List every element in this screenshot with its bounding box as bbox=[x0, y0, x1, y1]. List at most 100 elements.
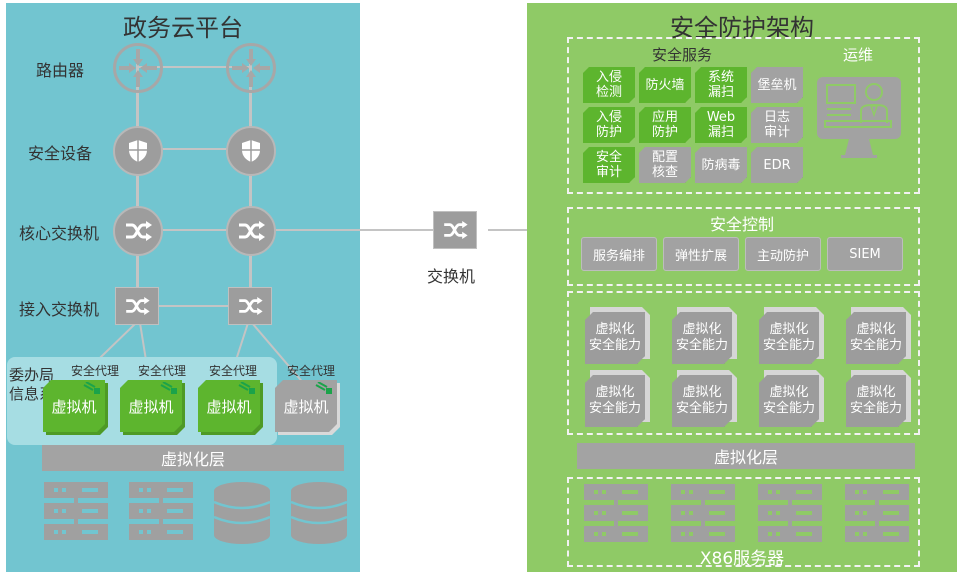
uplink-line bbox=[250, 229, 435, 231]
security-service-tile[interactable]: 入侵 防护 bbox=[583, 107, 635, 143]
virtual-security-capability[interactable]: 虚拟化 安全能力 bbox=[759, 312, 819, 364]
security-service-tile[interactable]: 防病毒 bbox=[695, 147, 747, 183]
vm-face: 虚拟机 bbox=[43, 380, 105, 432]
security-services-box bbox=[567, 37, 920, 194]
agent-plug-icon bbox=[83, 382, 101, 400]
virtual-machine: 虚拟机 bbox=[275, 380, 337, 432]
security-service-tile[interactable]: 防火墙 bbox=[639, 67, 691, 103]
vm-label: 虚拟机 bbox=[283, 397, 329, 416]
access-switch bbox=[228, 287, 272, 325]
capability-label: 虚拟化 安全能力 bbox=[759, 375, 819, 427]
shuffle-icon bbox=[239, 297, 263, 315]
security-control-item[interactable]: SIEM bbox=[827, 237, 903, 271]
vm-label: 虚拟机 bbox=[206, 397, 252, 416]
virtualization-layer: 虚拟化层 bbox=[577, 443, 915, 469]
security-service-tile[interactable]: 应用 防护 bbox=[639, 107, 691, 143]
security-control-item[interactable]: 服务编排 bbox=[581, 237, 657, 271]
security-control-box bbox=[567, 207, 920, 286]
virtual-security-capability[interactable]: 虚拟化 安全能力 bbox=[846, 312, 906, 364]
link-line bbox=[136, 64, 139, 296]
x86-servers-box bbox=[567, 477, 920, 567]
security-control-title: 安全控制 bbox=[709, 215, 774, 234]
security-service-tile[interactable]: 入侵 检测 bbox=[583, 67, 635, 103]
shuffle-icon bbox=[126, 297, 150, 315]
security-device bbox=[113, 126, 163, 176]
operator-monitor-icon bbox=[817, 77, 901, 158]
virtual-security-capability[interactable]: 虚拟化 安全能力 bbox=[846, 375, 906, 427]
capability-label: 虚拟化 安全能力 bbox=[672, 375, 732, 427]
security-service-tile[interactable]: 系统 漏扫 bbox=[695, 67, 747, 103]
x86-servers-label: X86服务器 bbox=[699, 549, 785, 569]
server-icon bbox=[129, 482, 193, 544]
vm-label: 虚拟机 bbox=[128, 397, 174, 416]
security-service-tile[interactable]: EDR bbox=[751, 147, 803, 183]
virtual-machine: 虚拟机 bbox=[43, 380, 105, 432]
virtual-machine: 虚拟机 bbox=[198, 380, 260, 432]
link-line bbox=[137, 66, 251, 68]
agent-plug-icon bbox=[238, 382, 256, 400]
router-label: 路由器 bbox=[36, 61, 85, 80]
access-switch-label: 接入交换机 bbox=[19, 300, 100, 319]
virtual-security-capability[interactable]: 虚拟化 安全能力 bbox=[585, 375, 645, 427]
shuffle-icon bbox=[239, 221, 265, 241]
server-icon bbox=[584, 484, 648, 546]
shuffle-icon bbox=[126, 221, 152, 241]
uplink-line bbox=[488, 229, 528, 231]
virtual-security-capability[interactable]: 虚拟化 安全能力 bbox=[759, 375, 819, 427]
security-device bbox=[226, 126, 276, 176]
security-agent-label: 安全代理 bbox=[138, 364, 187, 378]
security-agent-label: 安全代理 bbox=[209, 364, 258, 378]
server-icon bbox=[758, 484, 822, 546]
agent-plug-icon bbox=[160, 382, 178, 400]
capability-label: 虚拟化 安全能力 bbox=[585, 312, 645, 364]
security-service-tile[interactable]: 日志 审计 bbox=[751, 107, 803, 143]
core-switch bbox=[113, 206, 163, 256]
shield-icon bbox=[129, 140, 147, 162]
capability-label: 虚拟化 安全能力 bbox=[672, 312, 732, 364]
gov-cloud-title: 政务云平台 bbox=[123, 14, 243, 42]
link-line bbox=[249, 64, 252, 296]
security-service-tile[interactable]: 配置 核查 bbox=[639, 147, 691, 183]
shield-icon bbox=[242, 140, 260, 162]
router-icon bbox=[113, 43, 163, 93]
capability-label: 虚拟化 安全能力 bbox=[846, 375, 906, 427]
virtual-machine: 虚拟机 bbox=[120, 380, 182, 432]
access-switch bbox=[115, 287, 159, 325]
security-service-tile[interactable]: Web 漏扫 bbox=[695, 107, 747, 143]
core-switch bbox=[226, 206, 276, 256]
security-control-item[interactable]: 主动防护 bbox=[745, 237, 821, 271]
virtualization-layer: 虚拟化层 bbox=[42, 445, 344, 471]
database-icon bbox=[290, 482, 348, 548]
server-icon bbox=[845, 484, 909, 546]
security-device-label: 安全设备 bbox=[28, 144, 93, 163]
agent-plug-icon bbox=[315, 382, 333, 400]
core-switch-label: 核心交换机 bbox=[19, 224, 100, 243]
link-line bbox=[137, 148, 251, 150]
security-agent-label: 安全代理 bbox=[71, 364, 120, 378]
vm-face: 虚拟机 bbox=[198, 380, 260, 432]
capability-label: 虚拟化 安全能力 bbox=[585, 375, 645, 427]
link-line bbox=[137, 229, 251, 231]
operations-title: 运维 bbox=[843, 46, 874, 64]
security-services-title: 安全服务 bbox=[652, 46, 713, 64]
gov-cloud-panel bbox=[6, 3, 360, 572]
security-service-tile[interactable]: 安全 审计 bbox=[583, 147, 635, 183]
virtual-security-capability[interactable]: 虚拟化 安全能力 bbox=[672, 312, 732, 364]
router-icon bbox=[226, 43, 276, 93]
capability-label: 虚拟化 安全能力 bbox=[846, 312, 906, 364]
virtual-security-capability[interactable]: 虚拟化 安全能力 bbox=[672, 375, 732, 427]
virtual-security-capability[interactable]: 虚拟化 安全能力 bbox=[585, 312, 645, 364]
capability-label: 虚拟化 安全能力 bbox=[759, 312, 819, 364]
interconnect-switch-label: 交换机 bbox=[427, 267, 476, 286]
security-agent-label: 安全代理 bbox=[287, 364, 336, 378]
security-service-tile[interactable]: 堡垒机 bbox=[751, 67, 803, 103]
server-icon bbox=[44, 482, 108, 544]
security-control-item[interactable]: 弹性扩展 bbox=[663, 237, 739, 271]
server-icon bbox=[671, 484, 735, 546]
vm-face: 虚拟机 bbox=[275, 380, 337, 432]
shuffle-icon bbox=[444, 221, 468, 239]
interconnect-switch bbox=[433, 211, 477, 249]
vm-label: 虚拟机 bbox=[51, 397, 97, 416]
capabilities-box bbox=[567, 291, 920, 435]
vm-face: 虚拟机 bbox=[120, 380, 182, 432]
